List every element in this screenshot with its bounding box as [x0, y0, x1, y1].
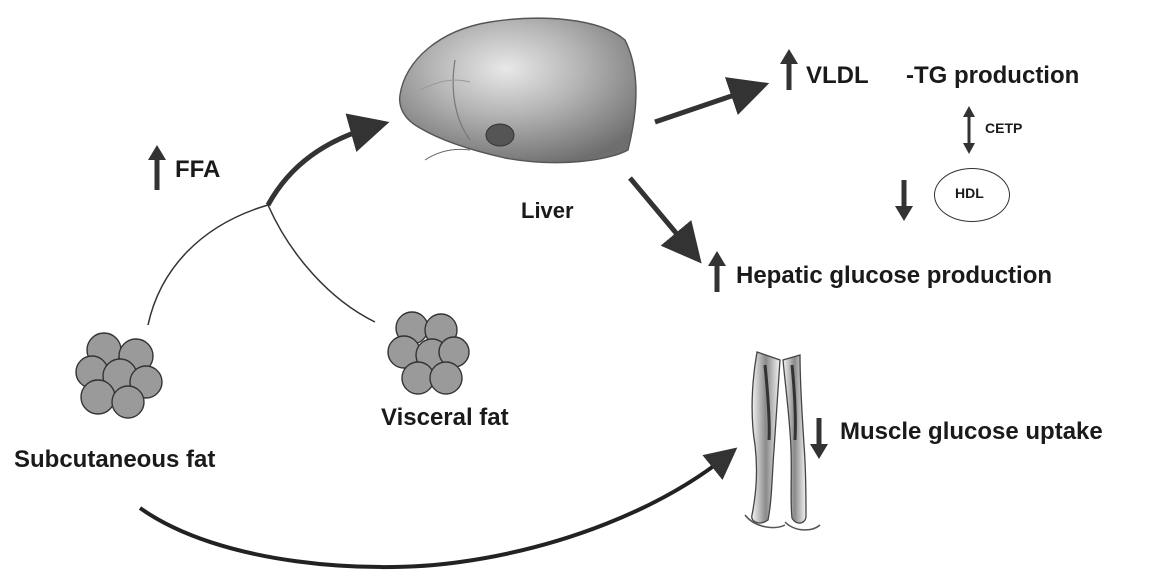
hepatic-glucose-label: Hepatic glucose production: [736, 264, 1052, 288]
arrow-branch-to-liver: [268, 126, 375, 205]
hdl-down-arrow-icon: [895, 180, 913, 221]
liver-icon: [400, 18, 636, 162]
vldl-up-arrow-icon: [780, 49, 798, 90]
muscle-glucose-label: Muscle glucose uptake: [840, 420, 1103, 444]
tg-production-label: -TG production: [906, 64, 1079, 88]
liver-label: Liver: [521, 200, 574, 222]
subcutaneous-fat-cells: [76, 333, 162, 418]
arrow-subcutaneous-to-muscle: [140, 455, 728, 567]
ffa-up-arrow-icon: [148, 145, 166, 190]
hepatic-up-arrow-icon: [708, 251, 726, 292]
hdl-label: HDL: [955, 186, 984, 200]
arrow-liver-to-vldl: [655, 88, 755, 122]
cetp-label: CETP: [985, 121, 1022, 135]
path-visceral-to-branch: [268, 205, 375, 322]
muscle-legs-icon: [745, 352, 820, 530]
muscle-down-arrow-icon: [810, 418, 828, 459]
visceral-fat-label: Visceral fat: [381, 406, 509, 430]
ffa-label: FFA: [175, 158, 220, 182]
vldl-label: VLDL: [806, 64, 869, 88]
arrow-liver-to-hepatic: [630, 178, 692, 252]
subcutaneous-fat-label: Subcutaneous fat: [14, 448, 215, 472]
path-subcutaneous-to-branch: [148, 205, 268, 325]
cetp-bidirectional-arrow-icon: [963, 106, 975, 154]
visceral-fat-cells: [388, 312, 469, 394]
